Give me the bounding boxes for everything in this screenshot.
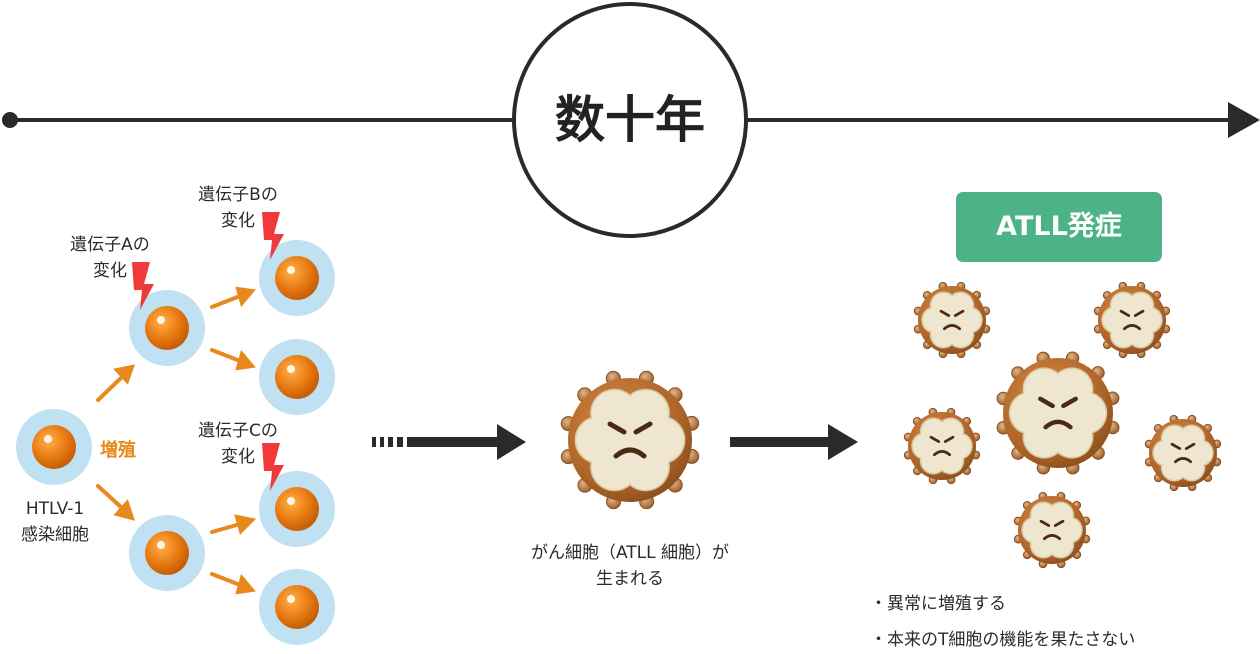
cell-c-sibling (259, 569, 335, 645)
atll-cell-1 (913, 281, 991, 359)
cell-gene-c (259, 471, 335, 547)
cell-gene-b (259, 240, 335, 316)
atll-cell-cluster (903, 281, 1222, 569)
atll-cell-6 (1013, 491, 1091, 569)
gene-c-label: 遺伝子Cの 変化 (198, 421, 278, 467)
cancer-cell (560, 370, 700, 510)
cell-gene-a (129, 290, 205, 366)
atll-cell-2 (1093, 281, 1171, 359)
htlv-infected-cell (16, 409, 92, 485)
list-item: ・異常に増殖する (870, 594, 1006, 614)
progress-arrow-1 (372, 424, 526, 460)
atll-cell-4 (903, 407, 981, 485)
cancer-cell-label: がん細胞（ATLL 細胞）が 生まれる (530, 543, 730, 589)
gene-b-label: 遺伝子Bの 変化 (198, 185, 278, 231)
arrow-to-gene-a (96, 364, 136, 402)
list-item: ・本来のT細胞の機能を果たさない (870, 630, 1136, 650)
arrow-to-c-sibling (210, 572, 256, 595)
atll-onset-badge: ATLL発症 (956, 192, 1162, 262)
atll-cell-3 (996, 351, 1120, 475)
onset-characteristics-list: ・異常に増殖する ・本来のT細胞の機能を果たさない (870, 586, 1260, 654)
proliferation-label: 増殖 (100, 440, 136, 461)
timeline-circle (512, 2, 748, 238)
early-stage-cells (16, 212, 335, 645)
arrow-to-b-sibling (210, 348, 256, 371)
progress-arrow-2 (730, 424, 858, 460)
timeline-arrowhead (1228, 102, 1260, 138)
htlv-cell-label: HTLV-1 感染細胞 (21, 499, 89, 545)
cell-proliferated (129, 515, 205, 591)
cell-b-sibling (259, 339, 335, 415)
arrow-to-gene-b (210, 286, 256, 309)
atll-cell-5 (1144, 414, 1222, 492)
timeline-duration-label: 数十年 (555, 91, 705, 149)
arrow-to-gene-c (210, 514, 257, 535)
timeline (2, 2, 1260, 238)
arrow-to-proliferated (96, 484, 136, 521)
gene-a-label: 遺伝子Aの 変化 (70, 235, 150, 281)
